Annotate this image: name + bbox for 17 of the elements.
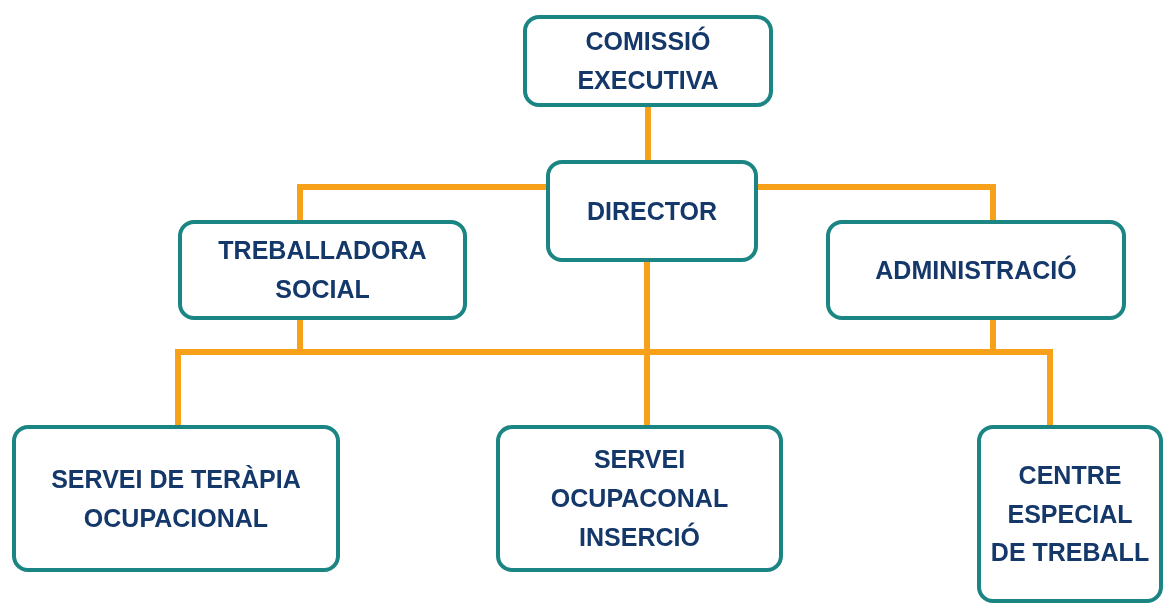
- org-box: [523, 15, 773, 107]
- box-label: DIRECTOR: [585, 195, 719, 227]
- box-label: ADMINISTRACIÓ: [874, 254, 1078, 286]
- connector-line: [645, 107, 651, 160]
- org-box: [178, 220, 467, 320]
- connector-line: [297, 184, 546, 220]
- box-label: SERVEI OCUPACONAL INSERCIÓ: [549, 444, 730, 553]
- connector-line: [758, 184, 996, 220]
- box-label: CENTRE ESPECIAL DE TREBALL: [989, 459, 1151, 569]
- box-label: COMISSIÓ EXECUTIVA: [576, 25, 720, 96]
- org-box: [546, 160, 758, 262]
- org-box: [12, 425, 340, 572]
- org-box: [977, 425, 1163, 603]
- org-box: [826, 220, 1126, 320]
- box-label: TREBALLADORA SOCIAL: [217, 235, 428, 305]
- box-label: SERVEI DE TERÀPIA OCUPACIONAL: [50, 463, 302, 534]
- org-box: [496, 425, 783, 572]
